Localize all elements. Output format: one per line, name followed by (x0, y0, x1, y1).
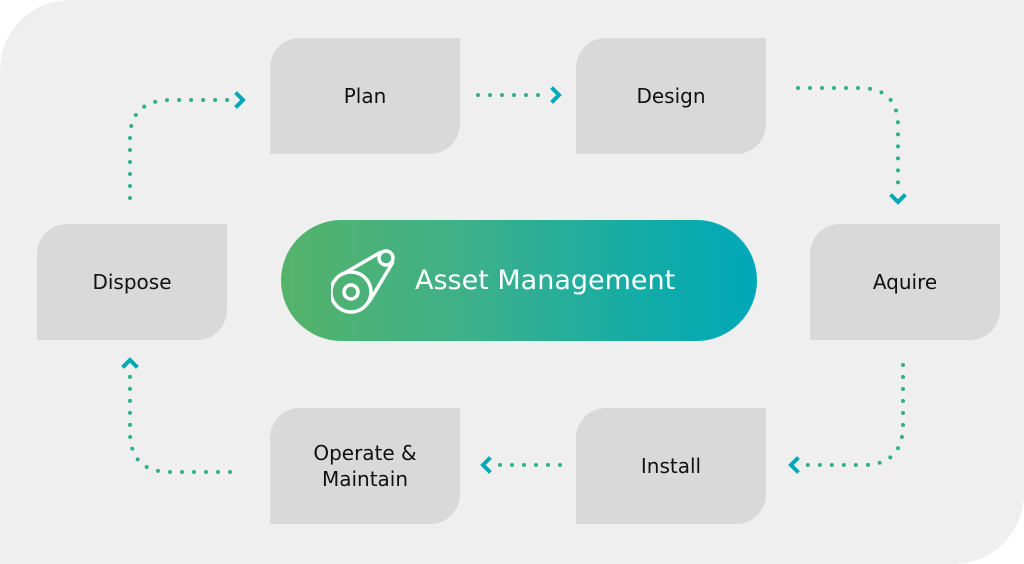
stage-label: Aquire (872, 270, 938, 294)
stage-label: Dispose (92, 270, 172, 294)
center-asset-management: Asset Management (281, 220, 757, 341)
arrowhead-icon (480, 456, 492, 474)
stage-plan: Plan (270, 38, 460, 154)
stage-label: Install (640, 454, 702, 478)
arrow-dispose-plan (128, 98, 236, 200)
stage-aquire: Aquire (810, 224, 1000, 340)
arrow-design-aquire (796, 86, 900, 194)
arrowhead-icon (788, 456, 800, 474)
arrow-operate-dispose (128, 368, 232, 474)
stage-label: Operate & Maintain (313, 441, 417, 491)
arrow-aquire-install (798, 363, 905, 467)
stage-design: Design (576, 38, 766, 154)
stage-label: Design (636, 84, 706, 108)
arrowhead-icon (889, 193, 907, 205)
stage-operate-maintain: Operate & Maintain (270, 408, 460, 524)
stage-dispose: Dispose (37, 224, 227, 340)
arrowhead-icon (550, 86, 562, 104)
stage-label: Plan (343, 84, 387, 108)
belt-pulley-icon (331, 248, 395, 314)
center-label: Asset Management (415, 265, 676, 296)
stage-install: Install (576, 408, 766, 524)
arrowhead-icon (234, 91, 246, 109)
arrowhead-icon (121, 357, 139, 369)
